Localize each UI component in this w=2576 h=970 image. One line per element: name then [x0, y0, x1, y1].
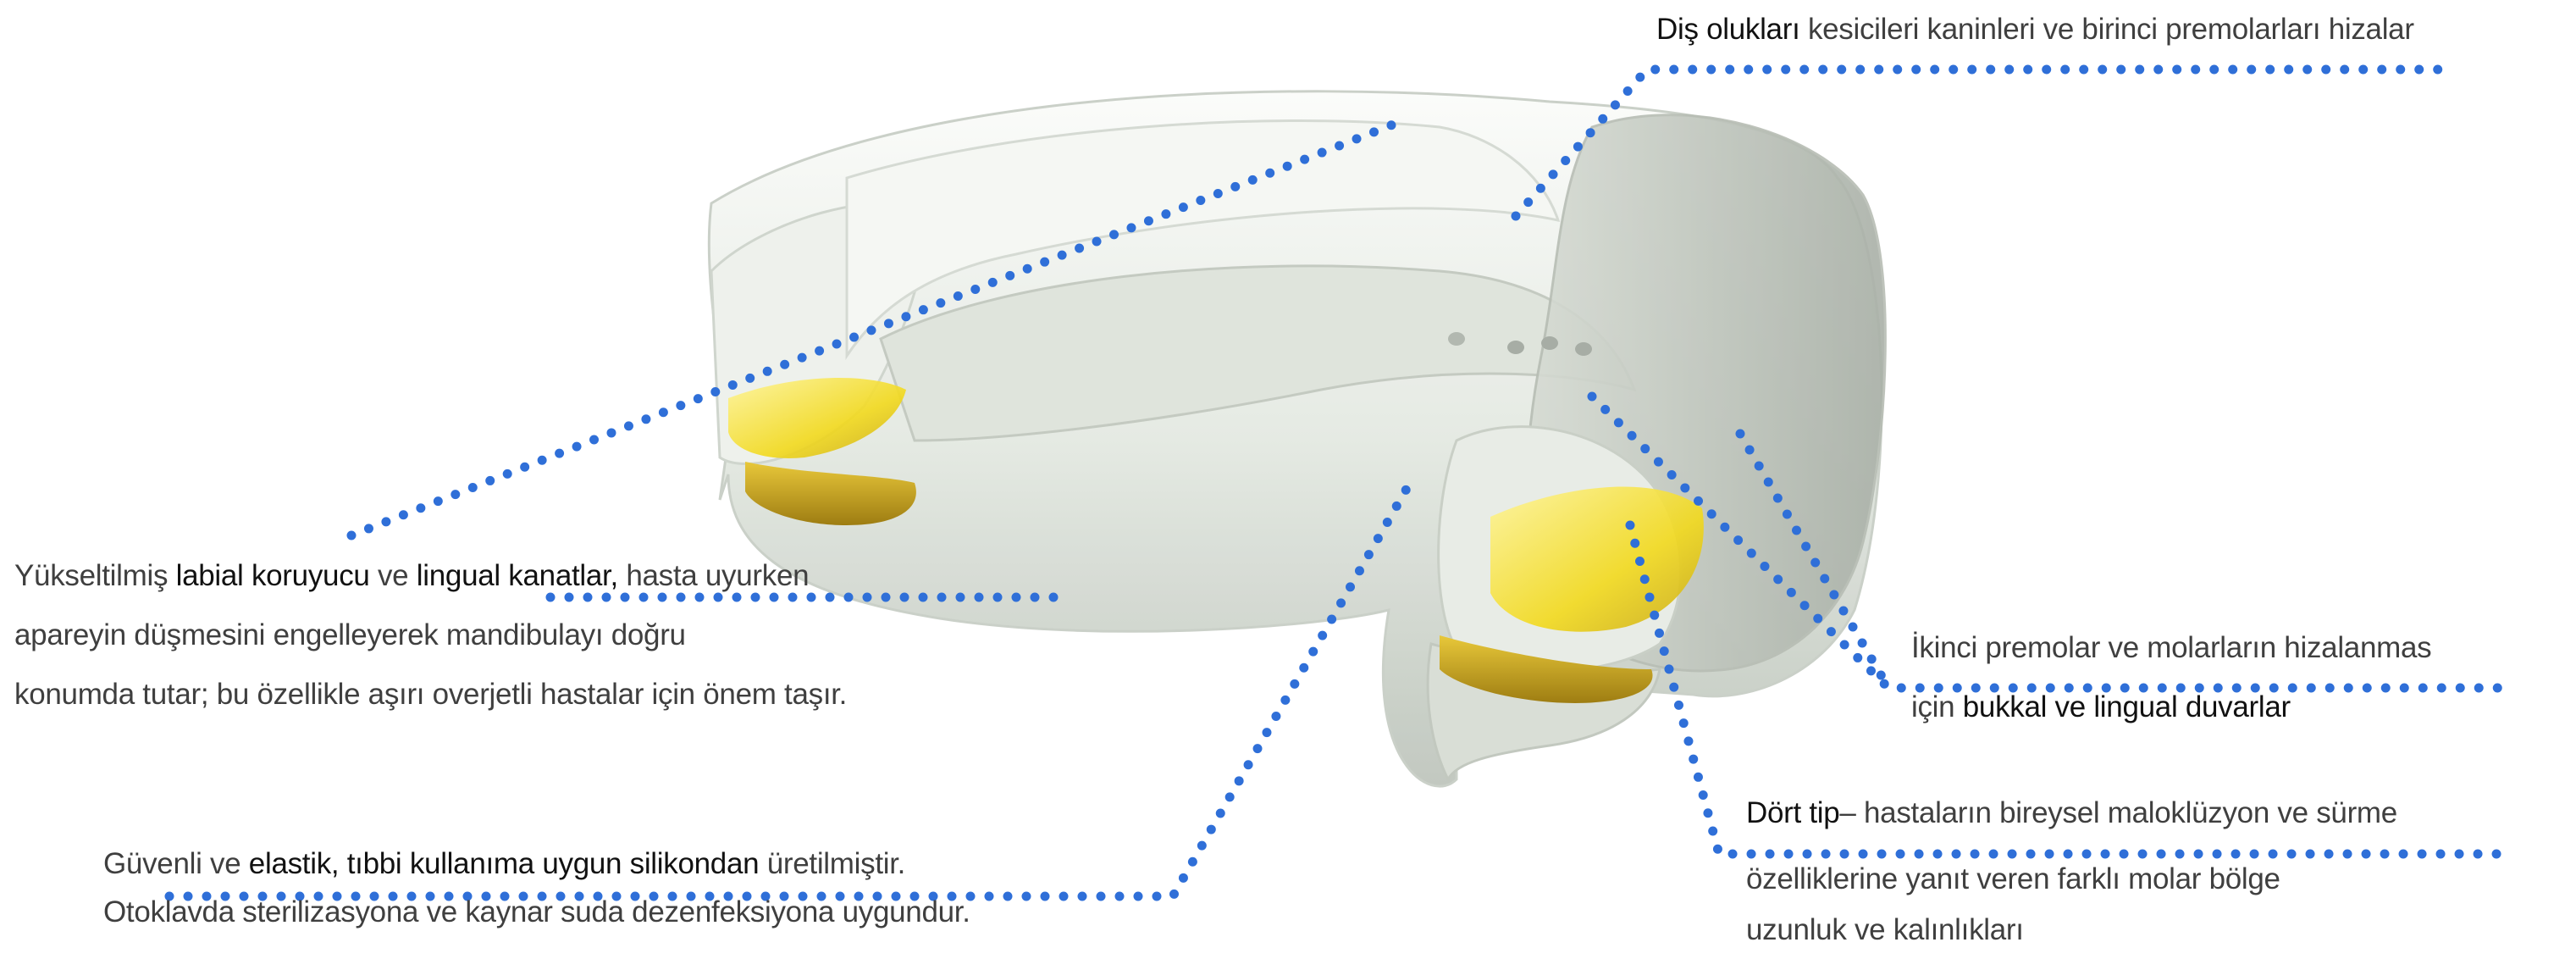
callout-bottom-left-pre: Güvenli ve: [103, 847, 249, 880]
leader-line-right-mid: [1587, 391, 2503, 693]
upper-tray-wall: [845, 119, 1561, 360]
callout-bottom-left-post: üretilmiştir.: [759, 847, 906, 880]
callout-right-mid-strong: bukkal ve lingual duvarlar: [1962, 690, 2291, 723]
callout-bottom-right-line2: özelliklerine yanıt veren farklı molar b…: [1746, 862, 2280, 895]
callout-left-lingual: lingual kanatlar,: [416, 559, 618, 592]
callout-bottom-right-line3: uzunluk ve kalınlıkları: [1746, 913, 2024, 946]
callout-left: Yükseltilmiş labial koruyucu ve lingual …: [14, 546, 847, 724]
leader-line-right-mid-b: [1735, 429, 1893, 693]
callout-top-right-text: kesicileri kaninleri ve birinci premolar…: [1799, 13, 2414, 46]
callout-right-mid-line2-pre: için: [1911, 690, 1963, 723]
callout-left-line1-post: hasta uyurken: [617, 559, 810, 592]
callout-top-right-strong: Diş olukları: [1656, 13, 1800, 46]
insert-left-bottom: [745, 462, 916, 525]
callout-right-mid: İkinci premolar ve molarların hizalanmas…: [1911, 618, 2432, 737]
tooth-hole: [1448, 332, 1465, 346]
callout-left-line3: konumda tutar; bu özellikle aşırı overje…: [14, 678, 848, 711]
tooth-hole: [1541, 336, 1558, 350]
leader-line-left: [346, 118, 1402, 540]
callout-left-line1-mid: ve: [369, 559, 417, 592]
leader-line-top-right: [1511, 64, 2452, 221]
insert-left-top: [728, 378, 906, 458]
callout-bottom-left: Güvenli ve elastik, tıbbi kullanıma uygu…: [103, 834, 970, 942]
insert-right-bottom: [1440, 635, 1653, 703]
callout-right-mid-line1: İkinci premolar ve molarların hizalanmas: [1911, 631, 2432, 664]
callout-left-line2: apareyin düşmesini engelleyerek mandibul…: [14, 618, 686, 651]
callout-bottom-right-line1: – hastaların bireysel maloklüzyon ve sür…: [1839, 796, 2397, 829]
callout-bottom-right-strong: Dört tip: [1746, 796, 1840, 829]
callout-bottom-left-strong: elastik, tıbbi kullanıma uygun silikonda…: [248, 847, 760, 880]
callout-left-labial: labial koruyucu: [175, 559, 370, 592]
callout-top-right: Diş olukları kesicileri kaninleri ve bir…: [1656, 0, 2414, 59]
callout-bottom-left-line2: Otoklavda sterilizasyona ve kaynar suda …: [103, 895, 970, 928]
leader-line-bottom-right: [1625, 520, 2520, 859]
tooth-hole: [1575, 342, 1592, 356]
leader-line-bottom-left: [164, 478, 1415, 901]
callout-bottom-right: Dört tip– hastaların bireysel maloklüzyo…: [1746, 784, 2397, 960]
tooth-hole: [1507, 341, 1524, 354]
callout-left-line1-pre: Yükseltilmiş: [14, 559, 176, 592]
